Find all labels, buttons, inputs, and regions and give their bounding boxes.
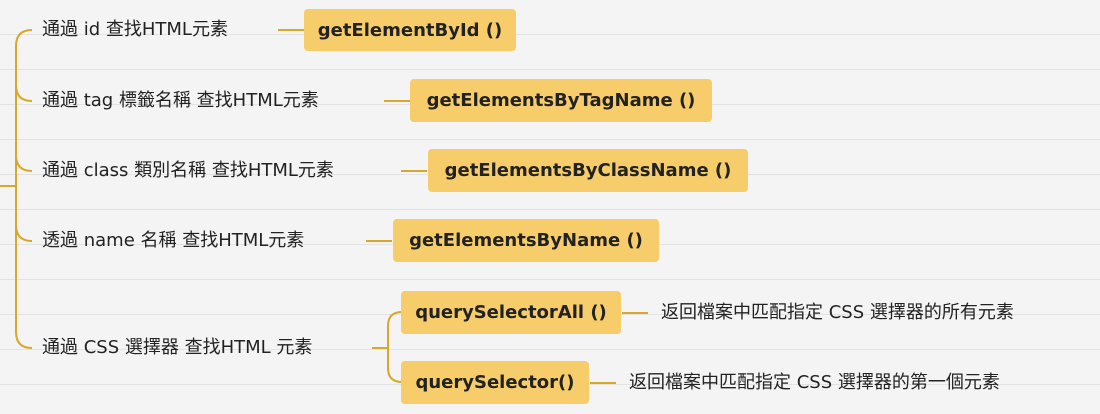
branch-label-class: 通過 class 類別名稱 查找HTML元素 — [42, 160, 334, 181]
method-get-elements-by-class-name[interactable]: getElementsByClassName () — [428, 149, 748, 192]
branch-label-id: 通過 id 查找HTML元素 — [42, 19, 228, 40]
branch-label-name: 透過 name 名稱 查找HTML元素 — [42, 230, 305, 251]
branch-label-tag: 通過 tag 標籤名稱 查找HTML元素 — [42, 90, 319, 111]
method-query-selector[interactable]: querySelector() — [401, 361, 589, 404]
branch-connector — [401, 170, 427, 172]
method-get-elements-by-name[interactable]: getElementsByName () — [393, 219, 659, 262]
branch-connector — [15, 224, 33, 242]
subtree-connector — [387, 311, 403, 383]
trunk-connector — [15, 29, 33, 349]
branch-connector — [15, 154, 33, 172]
description-connector — [622, 312, 648, 314]
description-connector — [590, 382, 616, 384]
branch-label-css-selector: 通過 CSS 選擇器 查找HTML 元素 — [42, 337, 313, 358]
branch-connector — [384, 100, 410, 102]
method-query-selector-all[interactable]: querySelectorAll () — [401, 291, 621, 334]
branch-connector — [278, 29, 304, 31]
description-query-selector-all: 返回檔案中匹配指定 CSS 選擇器的所有元素 — [661, 302, 1014, 323]
branch-connector — [366, 240, 392, 242]
branch-connector — [15, 84, 33, 102]
method-get-elements-by-tag-name[interactable]: getElementsByTagName () — [410, 79, 712, 122]
method-get-element-by-id[interactable]: getElementById () — [304, 9, 516, 51]
description-query-selector: 返回檔案中匹配指定 CSS 選擇器的第一個元素 — [629, 372, 1000, 393]
